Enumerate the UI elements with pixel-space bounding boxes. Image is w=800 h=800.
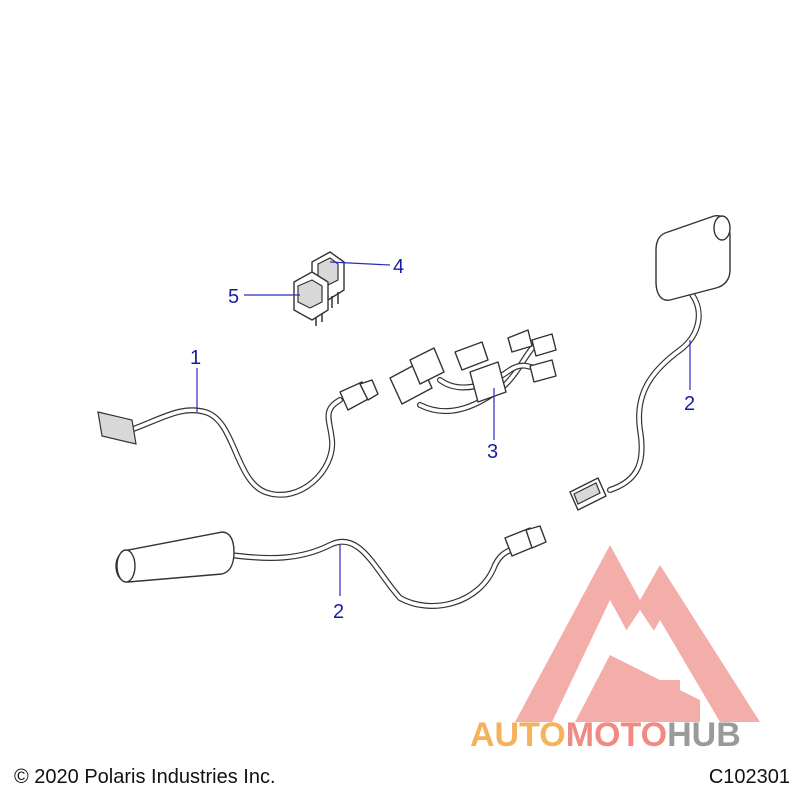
callout-5: 5 (228, 286, 239, 308)
watermark-logo (515, 545, 760, 722)
connector-small-c (531, 333, 557, 357)
harness-part-1 (97, 379, 379, 498)
callout-2-right: 2 (684, 393, 695, 415)
connector-small-a (454, 341, 489, 371)
watermark-text: AUTOMOTOHUB (470, 718, 741, 752)
drawing-number: C102301 (708, 766, 790, 788)
watermark-hub: HUB (667, 716, 741, 754)
harness-sleeve (469, 361, 507, 403)
callout-1: 1 (190, 347, 201, 369)
watermark-moto: MOTO (565, 716, 668, 754)
callout-3: 3 (487, 441, 498, 463)
switch-5-face (297, 279, 323, 309)
ring-terminal-tab (97, 411, 137, 445)
switch-assembly (293, 251, 345, 326)
leader-4 (329, 261, 391, 266)
copyright-text: © 2020 Polaris Industries Inc. (14, 766, 276, 788)
connector-large-b (409, 347, 445, 385)
grip-cylinder-lower (115, 531, 235, 583)
callout-4: 4 (393, 256, 404, 278)
grip-heater-lower (115, 525, 547, 609)
watermark-g-bar (620, 680, 680, 700)
connector-small-d (529, 359, 557, 383)
grip-heater-right (569, 215, 731, 511)
watermark-auto: AUTO (470, 716, 566, 754)
leader-lines (196, 261, 691, 596)
watermark-notch (610, 610, 700, 700)
harness-part-3 (389, 329, 557, 415)
callout-2-lower: 2 (333, 601, 344, 623)
connector-small-b (507, 329, 533, 353)
